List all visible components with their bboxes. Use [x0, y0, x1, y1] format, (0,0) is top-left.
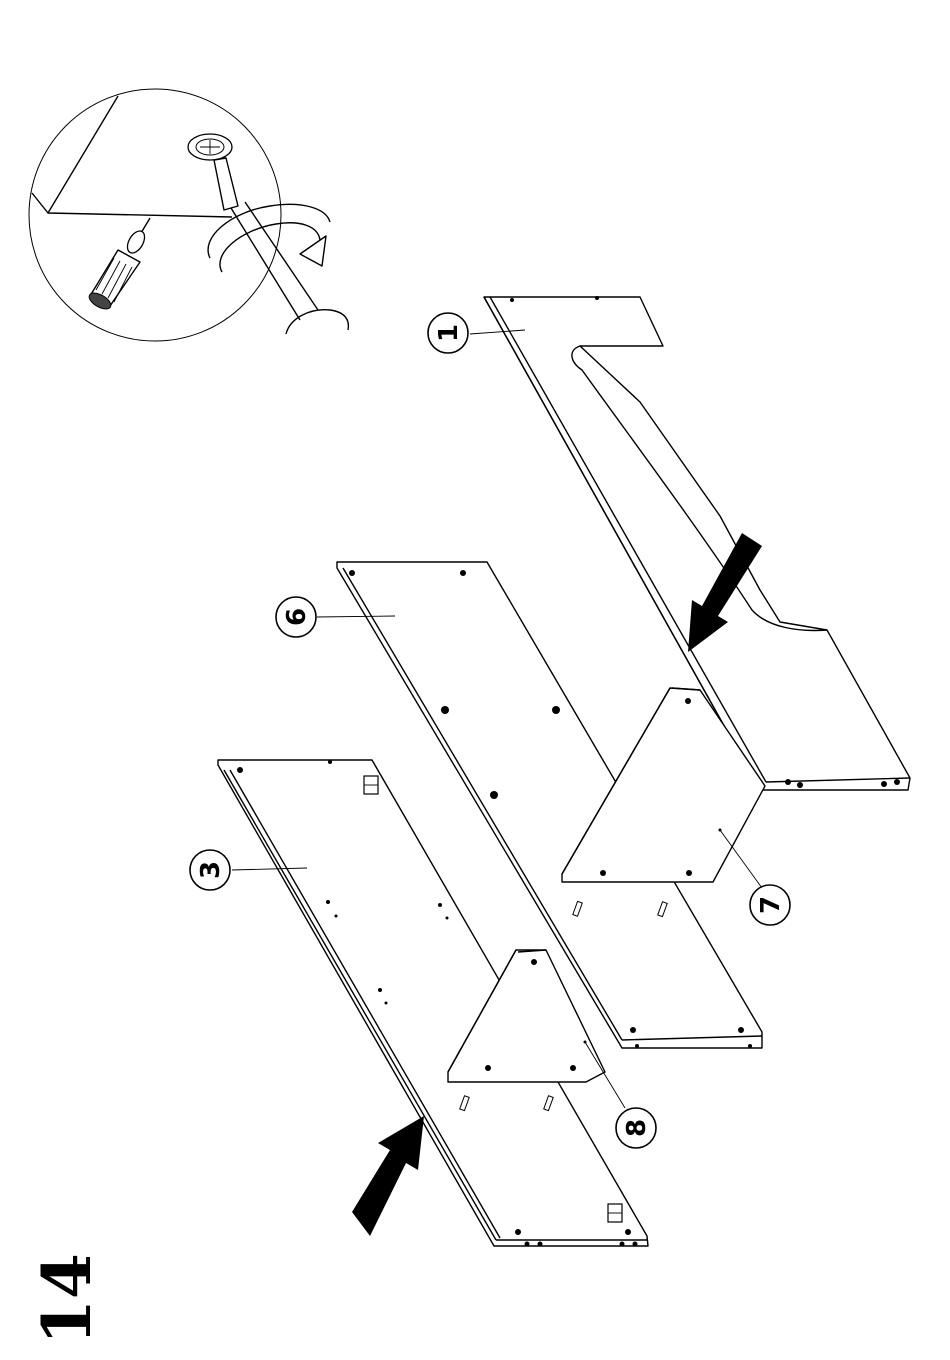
callout-part-6: 6 — [276, 597, 316, 637]
svg-text:8: 8 — [622, 1119, 652, 1137]
callout-part-7: 7 — [750, 885, 790, 925]
push-arrow-icon — [352, 1116, 424, 1236]
cam-lock-icon — [188, 134, 232, 160]
callout-part-1: 1 — [428, 313, 468, 353]
svg-text:1: 1 — [434, 324, 464, 342]
detail-inset — [29, 89, 348, 341]
callout-part-3: 3 — [190, 850, 230, 890]
svg-text:3: 3 — [196, 861, 226, 879]
step-number: 14 — [28, 1253, 106, 1345]
callout-part-8: 8 — [616, 1108, 656, 1148]
svg-text:6: 6 — [282, 608, 312, 626]
svg-text:7: 7 — [756, 896, 786, 914]
